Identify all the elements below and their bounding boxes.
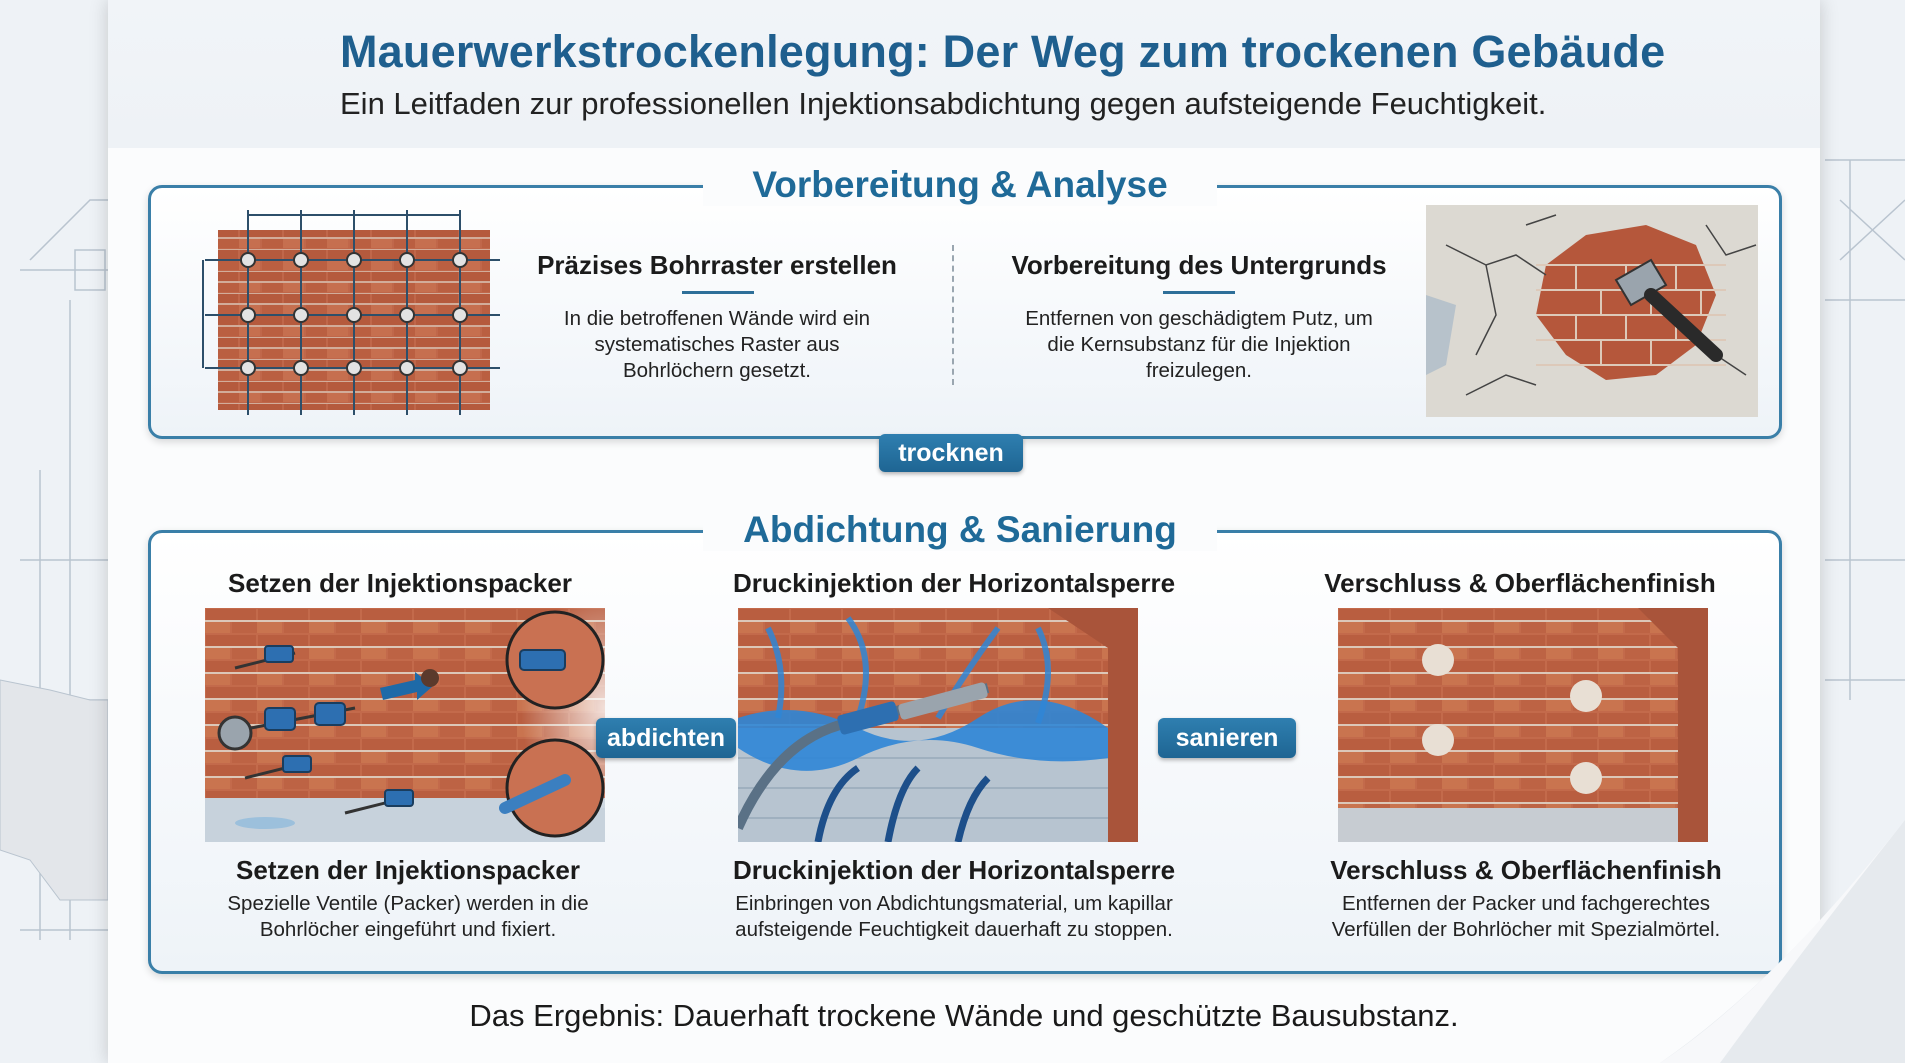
sealing-heading: Abdichtung & Sanierung: [703, 509, 1217, 551]
step-drilling-title: Präzises Bohrraster erstellen: [537, 250, 897, 280]
packer-title: Setzen der Injektionspacker: [236, 855, 580, 885]
finish-illustration: [1338, 608, 1708, 842]
packer-desc: Spezielle Ventile (Packer) werden in die…: [227, 892, 589, 941]
page-curl: [1660, 820, 1905, 1063]
step-drilling-desc: In die betroffenen Wände wird ein system…: [563, 307, 871, 382]
title-band: [108, 0, 1820, 148]
packer-illustration: [205, 608, 605, 842]
page-title: Mauerwerkstrockenlegung: Der Weg zum tro…: [340, 26, 1666, 77]
injection-illustration: [738, 608, 1138, 842]
packer-top-title: Setzen der Injektionspacker: [228, 568, 572, 598]
plaster-removal-illustration: [1426, 205, 1758, 417]
step-substrate-title: Vorbereitung des Untergrunds: [1011, 250, 1387, 280]
step-substrate-desc: Entfernen von geschädigtem Putz, um die …: [1025, 307, 1373, 382]
finish-desc: Entfernen der Packer und fachgerechtes V…: [1331, 892, 1721, 941]
injection-title: Druckinjektion der Horizontalsperre: [732, 855, 1176, 885]
injection-desc: Einbringen von Abdichtungsmaterial, um k…: [735, 892, 1173, 941]
injection-top-title: Druckinjektion der Horizontalsperre: [732, 568, 1176, 598]
finish-title: Verschluss & Oberflächenfinish: [1330, 855, 1722, 885]
connector-abdichten: abdichten: [596, 718, 736, 758]
step-substrate-underline: [1163, 291, 1235, 294]
connector-trocknen: trocknen: [879, 434, 1023, 472]
result-statement: Das Ergebnis: Dauerhaft trockene Wände u…: [469, 998, 1459, 1033]
step-drilling-underline: [682, 291, 754, 294]
page-subtitle: Ein Leitfaden zur professionellen Injekt…: [340, 86, 1547, 121]
preparation-heading: Vorbereitung & Analyse: [703, 164, 1217, 206]
drilling-grid-illustration: [202, 210, 500, 415]
finish-top-title: Verschluss & Oberflächenfinish: [1324, 568, 1716, 598]
step-divider: [952, 245, 954, 385]
connector-sanieren: sanieren: [1158, 718, 1296, 758]
